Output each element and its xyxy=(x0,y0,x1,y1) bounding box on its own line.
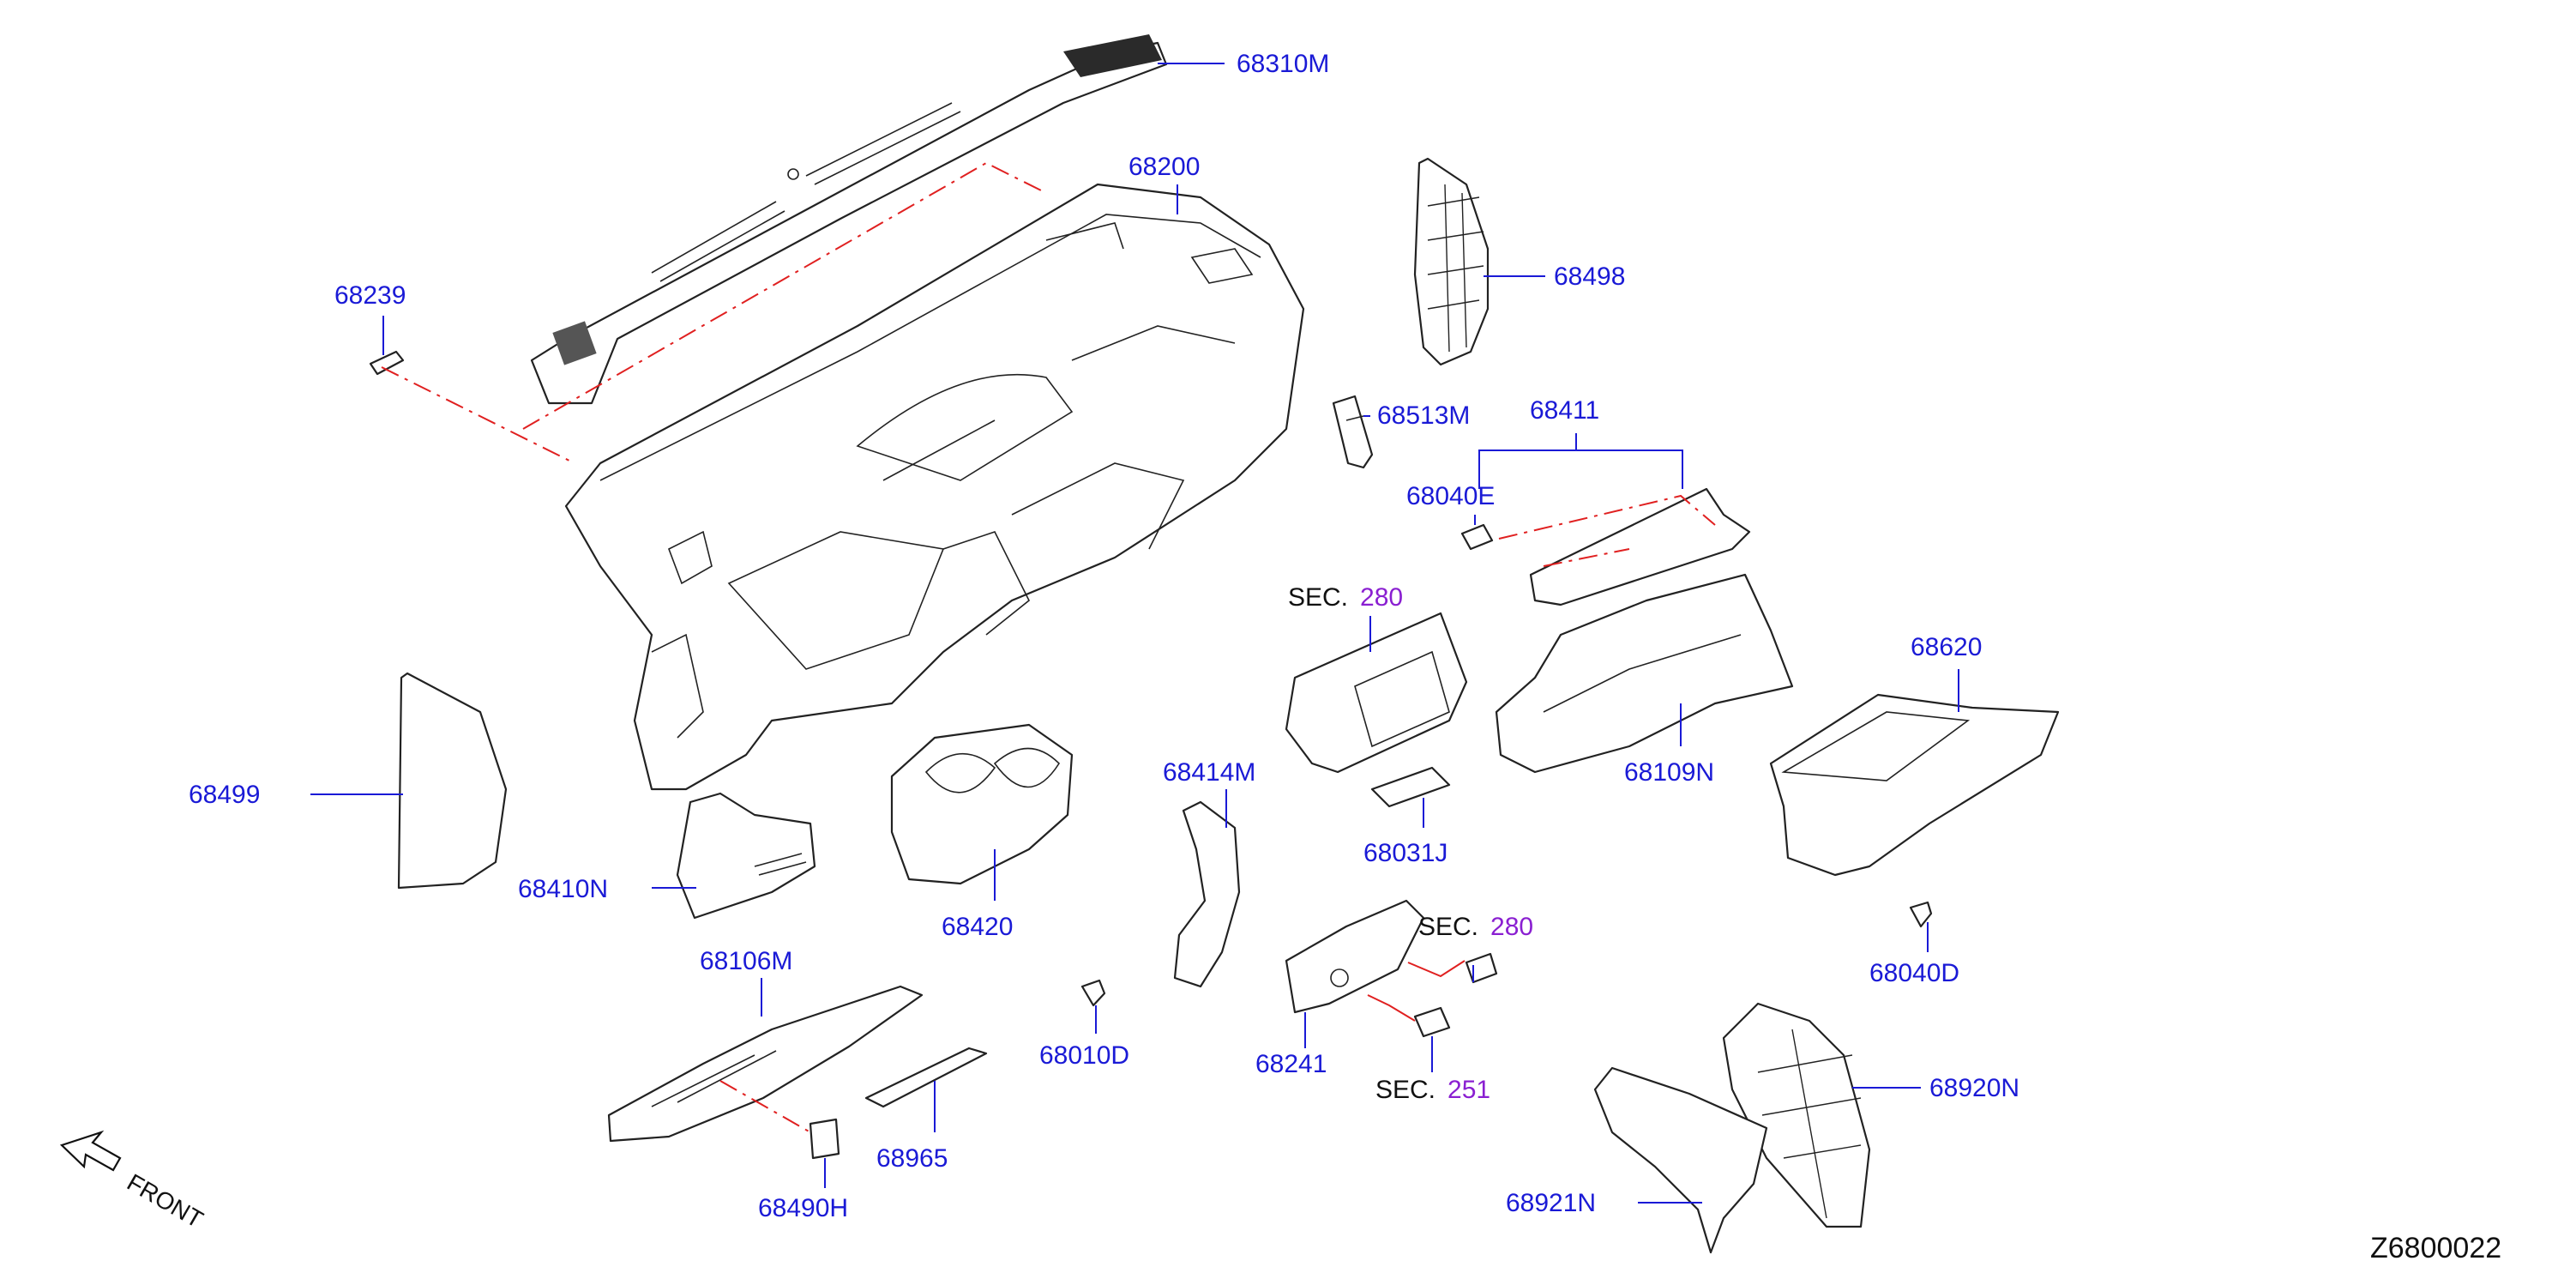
switch-sec-251 xyxy=(1413,1006,1451,1038)
label-68106M: 68106M xyxy=(700,947,792,975)
label-68310M: 68310M xyxy=(1237,50,1329,78)
label-68490H: 68490H xyxy=(758,1194,848,1222)
lower-cover-68106M xyxy=(607,985,924,1143)
assembly-lines xyxy=(381,161,1716,1133)
label-68109N: 68109N xyxy=(1624,758,1714,787)
label-68414M: 68414M xyxy=(1163,758,1255,787)
bracket-68965 xyxy=(864,1047,988,1108)
label-68040D: 68040D xyxy=(1869,959,1959,987)
label-68513M: 68513M xyxy=(1377,401,1470,430)
side-panel-68499 xyxy=(397,672,508,890)
label-68410N: 68410N xyxy=(518,875,608,903)
front-indicator: FRONT xyxy=(59,1130,208,1233)
clip-68490H xyxy=(809,1118,840,1160)
part-68410N xyxy=(676,792,816,920)
label-68921N: 68921N xyxy=(1506,1189,1596,1217)
label-68965: 68965 xyxy=(876,1144,948,1173)
part-68414M xyxy=(1173,800,1241,988)
section-ref-280-lower: SEC.280 xyxy=(1418,913,1533,941)
side-cover-68498 xyxy=(1413,157,1490,366)
clip-68239 xyxy=(369,350,405,376)
front-label: FRONT xyxy=(123,1168,208,1233)
clip-68010D xyxy=(1080,979,1106,1007)
clip-68040D xyxy=(1909,901,1933,928)
label-68239: 68239 xyxy=(334,281,406,310)
diagram-id: Z6800022 xyxy=(2370,1232,2501,1264)
label-68031J: 68031J xyxy=(1363,839,1447,867)
part-68513M xyxy=(1332,395,1374,469)
leader-lines xyxy=(310,63,1959,1204)
front-arrow-icon xyxy=(59,1130,122,1172)
label-68920N: 68920N xyxy=(1929,1074,2019,1102)
cluster-housing-68420 xyxy=(890,723,1074,885)
glove-box-68620 xyxy=(1769,693,2060,877)
label-68420: 68420 xyxy=(942,913,1013,941)
label-68411: 68411 xyxy=(1530,396,1599,425)
lower-panel-68109N xyxy=(1495,573,1794,774)
instrument-panel-assembly xyxy=(564,183,1305,791)
section-ref-280-upper: SEC.280 xyxy=(1288,583,1403,612)
part-68031J xyxy=(1370,766,1451,808)
switch-sec-280 xyxy=(1465,952,1498,984)
label-68499: 68499 xyxy=(189,781,260,809)
label-68040E: 68040E xyxy=(1406,482,1495,510)
label-68620: 68620 xyxy=(1911,633,1982,661)
section-ref-251: SEC.251 xyxy=(1375,1076,1490,1104)
label-68010D: 68010D xyxy=(1039,1041,1129,1070)
clip-68040E xyxy=(1460,523,1494,551)
label-68241: 68241 xyxy=(1255,1050,1327,1078)
part-68241 xyxy=(1285,899,1425,1014)
label-68498: 68498 xyxy=(1554,262,1625,291)
label-68200: 68200 xyxy=(1129,153,1200,181)
trim-strip-68411 xyxy=(1529,487,1751,606)
kick-panel-68921N xyxy=(1593,1066,1768,1254)
audio-unit xyxy=(1285,612,1468,774)
